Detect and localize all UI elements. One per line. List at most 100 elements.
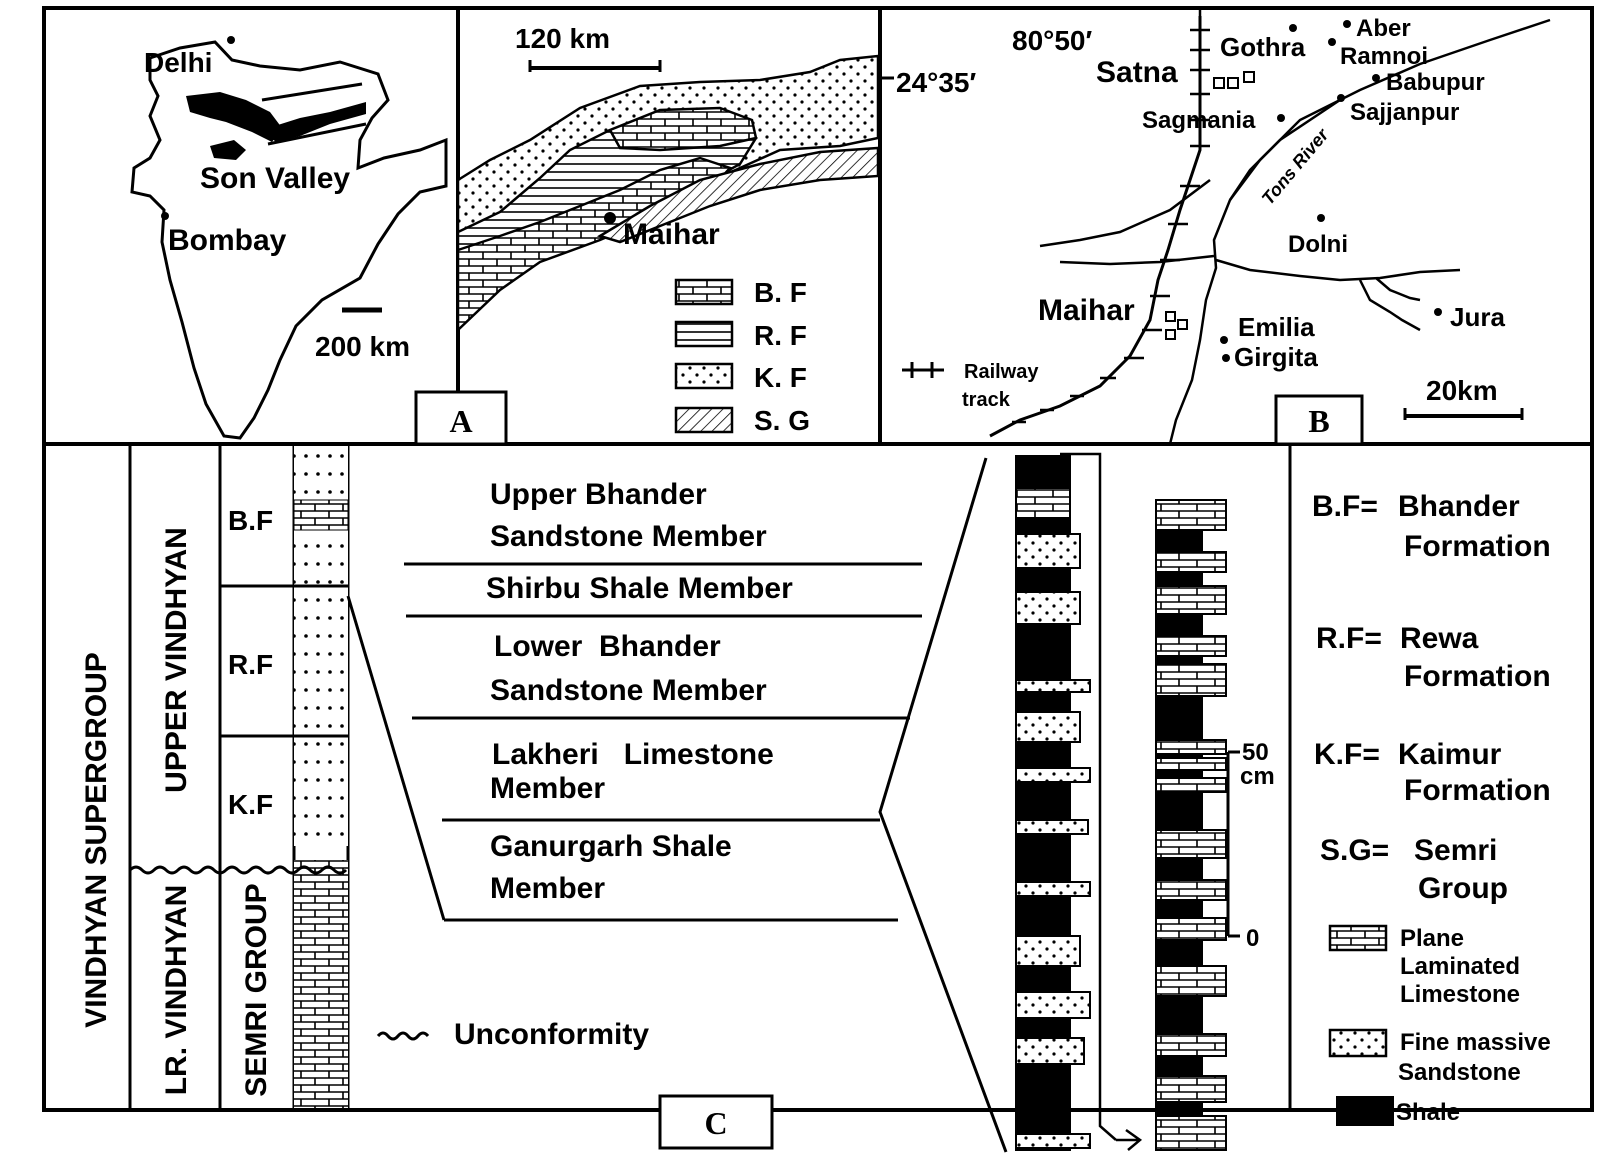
member-1-line1: Upper Bhander <box>490 478 707 511</box>
label-maihar-b: Maihar <box>1038 294 1135 327</box>
log-left-bed <box>1015 767 1091 783</box>
legend-label-sg: S. G <box>754 405 810 436</box>
log-right-bed <box>1155 1075 1227 1103</box>
log-arrow <box>1060 452 1143 1151</box>
legend-swatch-bf <box>674 278 734 306</box>
member-3-line1: Lower Bhander <box>494 630 721 663</box>
unconformity-line <box>128 865 348 875</box>
railway-track <box>989 16 1202 438</box>
section-log-right <box>1155 499 1227 1151</box>
member-3-line2: Sandstone Member <box>490 674 767 707</box>
log-left-bed <box>1015 819 1089 835</box>
legend-sand-1: Fine massive <box>1400 1029 1551 1056</box>
log-left-bed <box>1015 991 1091 1019</box>
log-left-bed <box>1015 935 1081 967</box>
label-railway: Railway <box>964 361 1039 383</box>
label-girgita: Girgita <box>1234 342 1318 372</box>
legend-lime-1: Plane <box>1400 925 1464 952</box>
label-emilia: Emilia <box>1238 312 1315 342</box>
log-right-bed <box>1155 777 1227 793</box>
member-lines <box>346 457 1008 1153</box>
scale-label-0: 0 <box>1246 925 1259 952</box>
maihar-dot-a <box>604 212 616 224</box>
legend-rf-1: Rewa <box>1400 622 1479 655</box>
log-right-bed <box>1155 499 1227 531</box>
log-left-bed <box>1015 591 1081 625</box>
label-ramnoi: Ramnoi <box>1340 43 1428 70</box>
member-4-line2: Member <box>490 772 605 805</box>
label-tons-river: Tons River <box>1258 124 1333 208</box>
log-right-bed <box>1155 585 1227 615</box>
legend-swatch-kf <box>674 362 734 390</box>
section-log-left <box>1015 455 1091 1151</box>
label-lat-2435: 24°35′ <box>896 67 976 98</box>
member-5-line1: Ganurgarh Shale <box>490 830 732 863</box>
tag-box-c <box>658 1094 774 1150</box>
legend-sg-abbr: S.G= <box>1320 834 1389 867</box>
label-gothra: Gothra <box>1220 32 1306 62</box>
geology-map <box>456 54 894 333</box>
member-2-line1: Shirbu Shale Member <box>486 572 793 605</box>
label-satna: Satna <box>1096 56 1178 89</box>
legend-swatch-sandstone <box>1328 1028 1388 1058</box>
label-track: track <box>962 389 1011 411</box>
legend-bf-1: Bhander <box>1398 490 1520 523</box>
label-formation-bf: B.F <box>228 505 273 536</box>
log-right-bed <box>1155 829 1227 859</box>
legend-kf-abbr: K.F= <box>1314 738 1380 771</box>
label-jura: Jura <box>1450 302 1505 332</box>
label-son-valley: Son Valley <box>200 162 350 195</box>
scale-bar-50cm <box>1226 750 1240 938</box>
label-lr-vindhyan: LR. VINDHYAN <box>160 885 193 1096</box>
label-semri-group: SEMRI GROUP <box>240 883 273 1096</box>
map-b <box>902 10 1551 445</box>
log-left-bed <box>1015 1037 1085 1065</box>
label-formation-rf: R.F <box>228 649 273 680</box>
log-left-bed <box>1015 711 1081 743</box>
legend-sg-2: Group <box>1418 872 1508 905</box>
legend-label-bf: B. F <box>754 277 807 308</box>
legend-label-rf: R. F <box>754 320 807 351</box>
map-b-points <box>1220 20 1442 362</box>
log-right-bed <box>1155 917 1227 941</box>
legend-label-kf: K. F <box>754 362 807 393</box>
tag-c: C <box>704 1105 727 1141</box>
scale-label-50: 50 <box>1242 739 1269 766</box>
legend-bf-2: Formation <box>1404 530 1551 563</box>
label-200km: 200 km <box>315 331 410 362</box>
log-right-bed <box>1155 739 1227 755</box>
log-right-bed <box>1155 551 1227 573</box>
legend-a <box>674 278 734 434</box>
legend-bf-abbr: B.F= <box>1312 490 1378 523</box>
legend-kf-1: Kaimur <box>1398 738 1502 771</box>
log-right-bed <box>1155 635 1227 657</box>
legend-lime-3: Limestone <box>1400 981 1520 1008</box>
member-5-line2: Member <box>490 872 605 905</box>
log-right-bed <box>1155 879 1227 901</box>
label-maihar-a: Maihar <box>623 218 720 251</box>
legend-sand-2: Sandstone <box>1398 1059 1521 1086</box>
label-bombay: Bombay <box>168 224 287 257</box>
legend-swatch-rf <box>674 320 734 348</box>
unconformity-legend-symbol <box>376 1031 430 1041</box>
delhi-dot <box>227 36 235 44</box>
legend-swatch-shale <box>1336 1096 1394 1126</box>
log-left-bed <box>1015 487 1071 519</box>
strat-bf-limestone-band <box>293 499 349 531</box>
label-sajjanpur: Sajjanpur <box>1350 99 1459 126</box>
label-unconformity: Unconformity <box>454 1018 649 1051</box>
log-right-bed <box>1155 663 1227 697</box>
log-right-bed <box>1155 1033 1227 1057</box>
label-formation-kf: K.F <box>228 789 273 820</box>
tag-box-b <box>1274 394 1364 446</box>
member-4-line1: Lakheri Limestone <box>492 738 774 771</box>
legend-shale: Shale <box>1396 1099 1460 1126</box>
log-left-shale <box>1015 455 1071 1151</box>
legend-lime-2: Laminated <box>1400 953 1520 980</box>
legend-swatch-sg <box>674 406 734 434</box>
label-upper-vindhyan: UPPER VINDHYAN <box>160 527 193 793</box>
label-sagmania: Sagmania <box>1142 107 1256 134</box>
label-babupur: Babupur <box>1386 69 1485 96</box>
label-aber: Aber <box>1356 15 1411 42</box>
